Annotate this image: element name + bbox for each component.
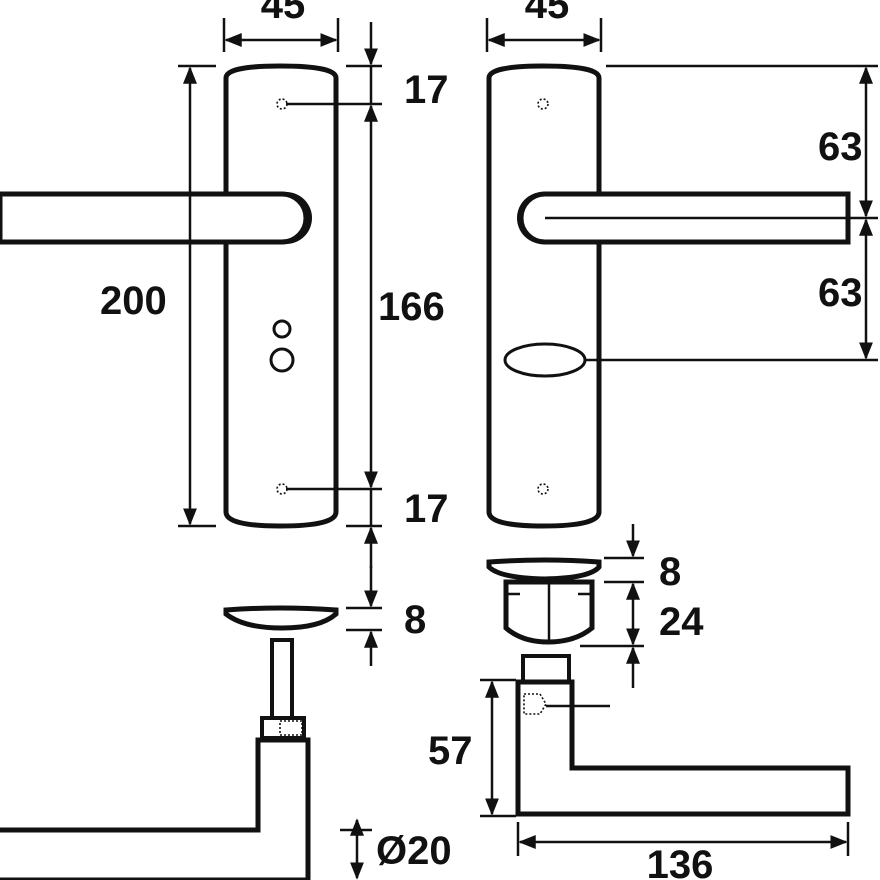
dim-left-rose-thickness: 8 [404, 598, 426, 642]
dim-right-rose-thickness: 8 [659, 550, 681, 594]
dim-lever-length: 136 [647, 843, 714, 880]
right-top-screw-hole [537, 98, 549, 110]
dim-upper-to-spindle: 63 [818, 125, 863, 169]
left-rose-side [223, 605, 339, 631]
dim-screw-spacing: 166 [378, 285, 445, 329]
dim-left-plate-width: 45 [261, 0, 306, 27]
right-bottom-screw-hole [537, 483, 549, 495]
left-spindle [260, 638, 306, 740]
dim-spindle-to-keyhole: 63 [818, 271, 863, 315]
left-turn-indicator-large [269, 347, 295, 373]
dim-right-plate-width: 45 [525, 0, 570, 27]
dimension-lines [178, 18, 878, 880]
dim-bottom-screw-offset: 17 [404, 487, 449, 531]
left-lever-front [0, 191, 312, 245]
left-lever-side [0, 737, 311, 880]
left-backplate [223, 63, 339, 529]
dim-lever-diameter: Ø20 [376, 829, 452, 873]
right-backplate [486, 63, 602, 529]
dim-rose-height: 24 [659, 600, 704, 644]
right-lever-side [515, 654, 851, 817]
dim-top-screw-offset: 17 [404, 68, 449, 112]
dim-lever-height: 57 [428, 729, 473, 773]
right-rose-side [486, 557, 602, 645]
dim-plate-height: 200 [100, 279, 167, 323]
left-turn-indicator-small [272, 319, 292, 339]
